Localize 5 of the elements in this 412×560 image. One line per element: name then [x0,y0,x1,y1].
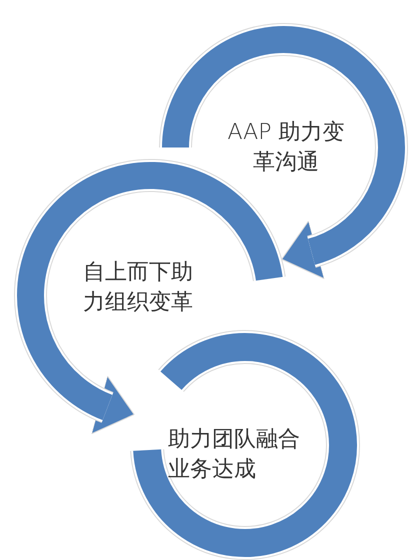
step-label: 助力团队融合业务达成 [168,426,301,484]
step-label: AAP 助力变革沟通 [226,119,346,177]
arrow-head [90,376,135,434]
arrow-head [281,220,325,280]
step-label: 自上而下助力组织变革 [82,259,194,317]
